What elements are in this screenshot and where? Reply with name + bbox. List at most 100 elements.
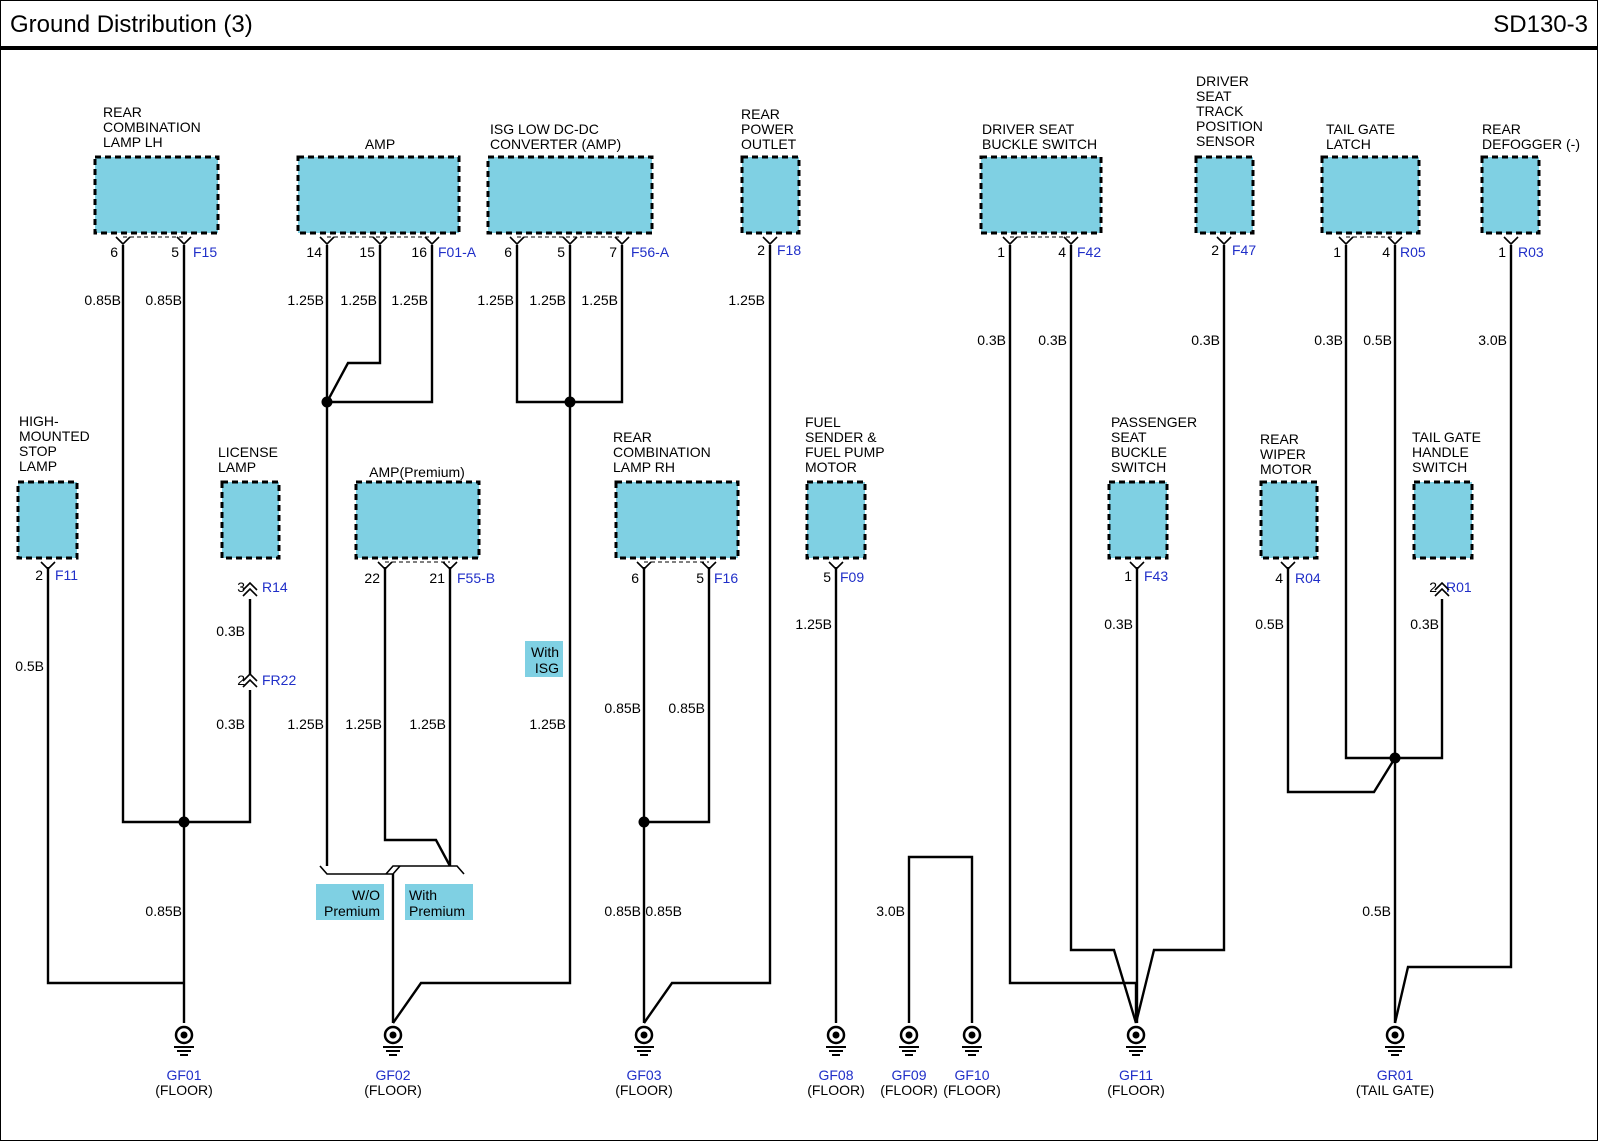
component-label: PASSENGER [1111, 414, 1197, 430]
component-label: REAR [1260, 431, 1299, 447]
wire-size-label: 0.3B [216, 716, 245, 732]
inline-connector-mark [1434, 587, 1450, 597]
wire [46, 567, 184, 985]
component-label: REAR [741, 106, 780, 122]
inline-connector-mark [242, 678, 258, 688]
badge-box [405, 884, 473, 920]
ground-location: (FLOOR) [1107, 1082, 1165, 1098]
component-label: OUTLET [741, 136, 797, 152]
ground-id: GF10 [954, 1067, 989, 1083]
component-label: MOUNTED [19, 428, 90, 444]
ground-symbol [832, 1031, 840, 1039]
ground-symbol [389, 1031, 397, 1039]
pin-number: 21 [429, 570, 445, 586]
component-label: STOP [19, 443, 57, 459]
ground-location: (FLOOR) [615, 1082, 673, 1098]
component-label: SEAT [1111, 429, 1147, 445]
connector-id: R04 [1295, 570, 1321, 586]
connector-id: F56-A [631, 244, 670, 260]
pin-number: 2 [1211, 242, 1219, 258]
wire-size-label: 0.3B [1410, 616, 1439, 632]
terminal-mark [1063, 236, 1079, 246]
component-label: WIPER [1260, 446, 1306, 462]
wire-size-label: 3.0B [1478, 332, 1507, 348]
badge-box [316, 884, 384, 920]
wire-size-label: 0.85B [145, 903, 182, 919]
splice-dot [178, 816, 190, 828]
wire-size-label: 1.25B [345, 716, 382, 732]
ground-symbol [640, 1031, 648, 1039]
component-label: SENDER & [805, 429, 877, 445]
ground-gf02: GF02(FLOOR) [364, 1025, 422, 1098]
component-label: LAMP [19, 458, 57, 474]
component-label: POSITION [1196, 118, 1263, 134]
ground-symbol [1132, 1031, 1140, 1039]
wire-size-label: 0.3B [1038, 332, 1067, 348]
ground-symbol [899, 1025, 919, 1045]
component-box [614, 480, 740, 560]
component-label: DEFOGGER (-) [1482, 136, 1580, 152]
ground-id: GF02 [375, 1067, 410, 1083]
page-code: SD130-3 [1493, 11, 1588, 38]
pin-number: 2 [237, 672, 245, 688]
ground-gf08: GF08(FLOOR) [807, 1025, 865, 1098]
component-box [979, 155, 1103, 235]
ground-location: (FLOOR) [155, 1082, 213, 1098]
terminal-mark [1387, 236, 1403, 246]
wire-size-label: 0.5B [1363, 332, 1392, 348]
wire-size-label: 0.5B [1255, 616, 1284, 632]
pin-number: 3 [237, 579, 245, 595]
component-box [805, 480, 867, 560]
component-box [220, 480, 281, 560]
terminal-mark [115, 236, 131, 246]
component-label: BUCKLE [1111, 444, 1167, 460]
ground-symbol [634, 1025, 654, 1045]
pin-number: 14 [306, 244, 322, 260]
splice-dot [321, 396, 333, 408]
wire [327, 245, 434, 404]
component-label: LATCH [1326, 136, 1371, 152]
component-label: FUEL [805, 414, 841, 430]
inline-connector-mark [242, 581, 258, 591]
wire-size-label: 0.3B [216, 623, 245, 639]
wire [1069, 245, 1138, 1024]
connector-id: FR22 [262, 672, 296, 688]
terminal-mark [1338, 236, 1354, 246]
connector-id: R14 [262, 579, 288, 595]
ground-gr01: GR01(TAIL GATE) [1356, 1025, 1434, 1098]
component-box [1259, 480, 1319, 560]
component-label: SWITCH [1412, 459, 1467, 475]
wire-size-label: 1.25B [340, 292, 377, 308]
option-bracket [385, 865, 465, 875]
badge-box [525, 641, 563, 677]
pin-number: 16 [411, 244, 427, 260]
component-label: POWER [741, 121, 794, 137]
connector-id: F09 [840, 569, 864, 585]
connector-id: F16 [714, 570, 738, 586]
component-label: AMP(Premium) [369, 464, 465, 480]
badge-text: With [531, 644, 559, 660]
pin-number: 1 [1498, 244, 1506, 260]
component-label: BUCKLE SWITCH [982, 136, 1097, 152]
ground-gf10: GF10(FLOOR) [943, 1025, 1001, 1098]
component-label: CONVERTER (AMP) [490, 136, 621, 152]
option-bracket [319, 865, 401, 875]
inline-connector-mark [242, 587, 258, 597]
pin-number: 4 [1058, 244, 1066, 260]
connector-id: F55-B [457, 570, 495, 586]
wire-size-label: 1.25B [287, 716, 324, 732]
component-box [1320, 155, 1421, 235]
component-label: LAMP RH [613, 459, 675, 475]
wire-size-label: 1.25B [391, 292, 428, 308]
component-box [1107, 480, 1169, 560]
component-label: DRIVER SEAT [982, 121, 1075, 137]
wire-size-label: 1.25B [795, 616, 832, 632]
ground-symbol [1126, 1025, 1146, 1045]
